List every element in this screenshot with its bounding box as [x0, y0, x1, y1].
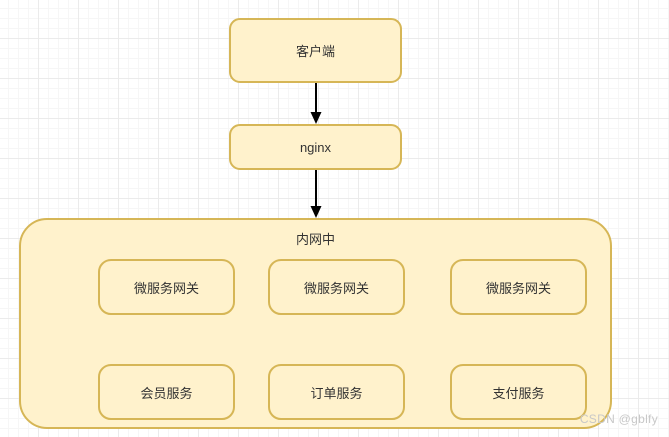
order-service-node: 订单服务: [268, 364, 405, 420]
gateway-node-2: 微服务网关: [268, 259, 405, 315]
gateway-node-2-label: 微服务网关: [303, 280, 369, 296]
payment-service-node-label: 支付服务: [492, 385, 545, 401]
arrow-nginx-to-intranet-icon: [310, 170, 322, 218]
member-service-node-label: 会员服务: [140, 385, 193, 401]
gateway-node-3: 微服务网关: [450, 259, 587, 315]
gateway-node-1-label: 微服务网关: [133, 280, 199, 296]
watermark: CSDN @gblfy: [579, 412, 658, 426]
intranet-container: 内网中 微服务网关 微服务网关 微服务网关 会员服务 订单服务 支付服务: [19, 218, 612, 429]
client-node-label: 客户端: [295, 44, 335, 59]
gateway-node-3-label: 微服务网关: [485, 280, 551, 296]
payment-service-node: 支付服务: [450, 364, 587, 420]
nginx-node-label: nginx: [299, 139, 332, 155]
member-service-node: 会员服务: [98, 364, 235, 420]
gateway-node-1: 微服务网关: [98, 259, 235, 315]
order-service-node-label: 订单服务: [310, 385, 363, 401]
nginx-node: nginx: [229, 124, 402, 170]
arrow-client-to-nginx-icon: [310, 83, 322, 124]
intranet-container-label: 内网中: [295, 232, 335, 247]
client-node: 客户端: [229, 18, 402, 83]
